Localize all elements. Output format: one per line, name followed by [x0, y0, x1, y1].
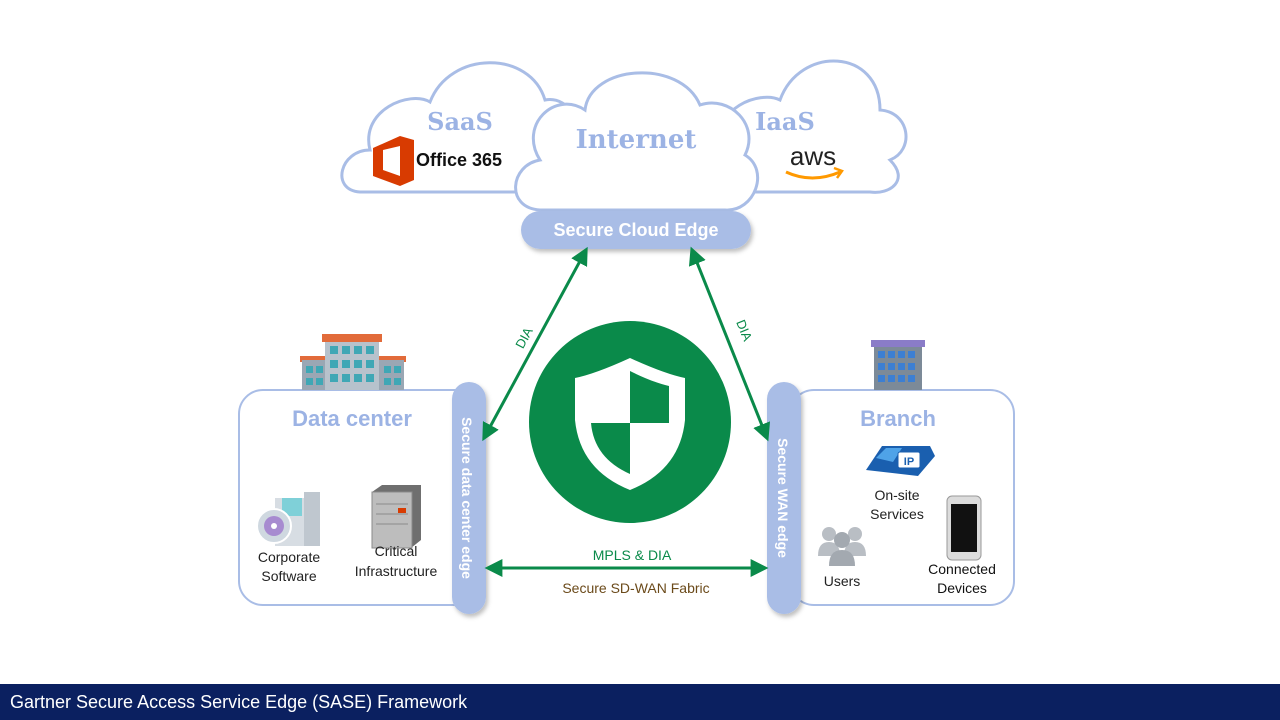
- mpls-dia-label: MPLS & DIA: [593, 547, 672, 563]
- software-box-icon: [256, 492, 320, 546]
- secure-data-center-edge-label: Secure data center edge: [459, 417, 475, 579]
- connected-devices-line2: Devices: [937, 580, 987, 596]
- corporate-software-line1: Corporate: [258, 549, 320, 565]
- branch-title: Branch: [860, 406, 936, 431]
- left-dia-link: [482, 246, 588, 442]
- footer-caption: Gartner Secure Access Service Edge (SASE…: [10, 692, 468, 712]
- secure-wan-edge: [767, 382, 801, 614]
- saas-title: SaaS: [427, 107, 493, 136]
- onsite-services-line1: On-site: [874, 487, 919, 503]
- aws-label: aws: [790, 141, 836, 171]
- footer-bar: Gartner Secure Access Service Edge (SASE…: [0, 684, 1280, 720]
- users-icon: [818, 527, 866, 566]
- secure-cloud-edge: [521, 211, 751, 249]
- secure-wan-edge-label: Secure WAN edge: [775, 438, 791, 558]
- corporate-software-line2: Software: [261, 568, 316, 584]
- branch-building-icon: [871, 340, 925, 390]
- critical-infrastructure-line2: Infrastructure: [355, 563, 438, 579]
- right-dia-link: [688, 246, 771, 442]
- aws-smile-icon: [785, 170, 841, 180]
- users-label: Users: [824, 573, 861, 589]
- iaas-title: IaaS: [755, 107, 815, 136]
- secure-cloud-edge-label: Secure Cloud Edge: [553, 220, 718, 240]
- ip-badge: IP: [904, 456, 914, 468]
- office-365-logo-icon: [373, 136, 414, 186]
- ip-phone-icon: IP: [866, 446, 935, 476]
- internet-title: Internet: [576, 125, 697, 155]
- smartphone-icon: [946, 495, 982, 561]
- data-center-title: Data center: [292, 406, 412, 431]
- onsite-services-line2: Services: [870, 506, 924, 522]
- sd-wan-fabric-label: Secure SD-WAN Fabric: [562, 580, 709, 596]
- internet-cloud: Internet: [514, 71, 760, 212]
- office-365-label: Office 365: [416, 150, 502, 170]
- security-shield-icon: [529, 321, 731, 523]
- server-icon: [371, 485, 421, 549]
- right-dia-label: DIA: [733, 317, 755, 343]
- secure-data-center-edge: [452, 382, 486, 614]
- critical-infrastructure-line1: Critical: [375, 543, 418, 559]
- connected-devices-line1: Connected: [928, 561, 996, 577]
- data-center-building-icon: [300, 334, 406, 390]
